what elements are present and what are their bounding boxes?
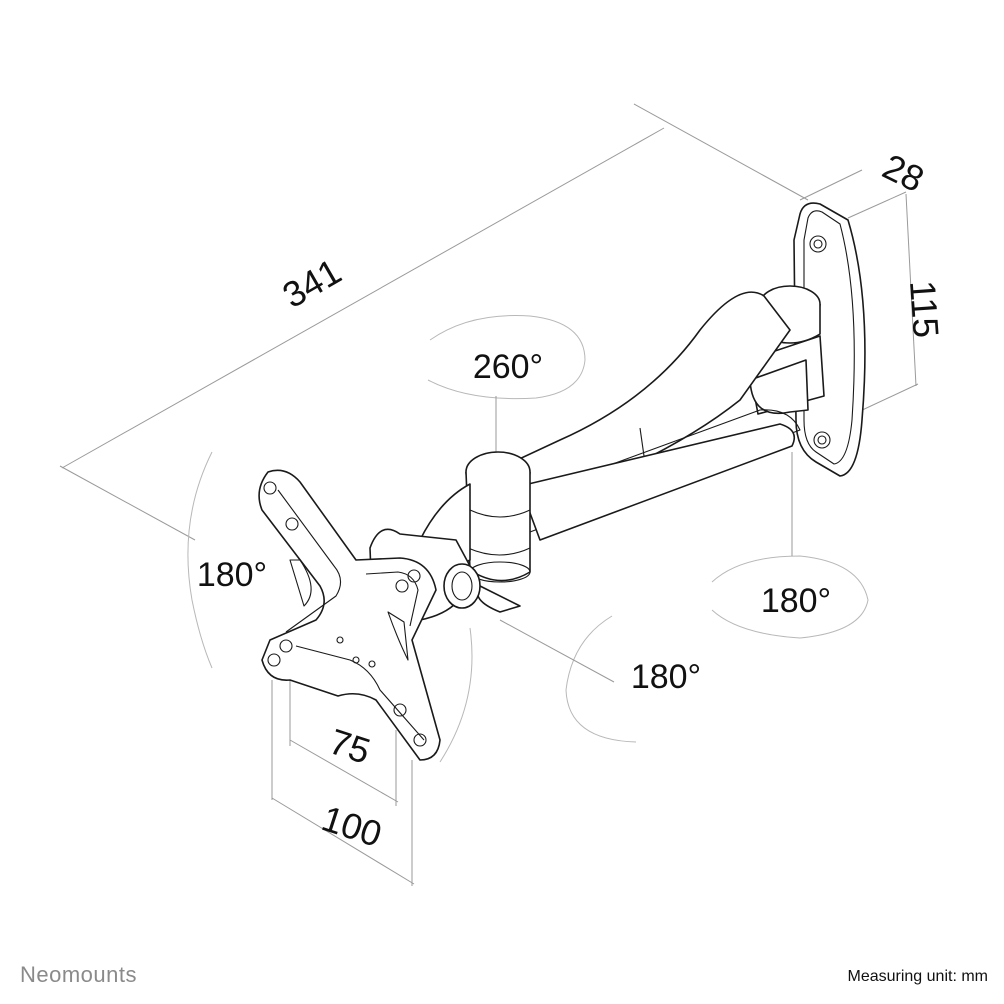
angle-swivel-head-label: 180° xyxy=(631,658,701,696)
tilt-knob xyxy=(443,563,481,609)
angle-tilt-label: 180° xyxy=(197,556,267,594)
vesa-large-label: 100 xyxy=(317,797,387,855)
measuring-unit-note: Measuring unit: mm xyxy=(847,968,989,985)
length-label: 341 xyxy=(275,250,348,316)
dimension-lines xyxy=(59,103,919,886)
depth-label: 28 xyxy=(876,146,930,200)
middle-joint xyxy=(465,451,531,583)
height-label: 115 xyxy=(902,279,947,339)
brand-logo: Neomounts xyxy=(20,962,138,987)
vesa-plate xyxy=(258,469,441,761)
angle-arm-joint-label: 260° xyxy=(473,348,543,386)
wall-plate xyxy=(793,202,866,477)
rotation-arcs xyxy=(187,315,869,763)
angle-wall-joint-label: 180° xyxy=(761,582,831,620)
upper-arm xyxy=(499,291,801,541)
